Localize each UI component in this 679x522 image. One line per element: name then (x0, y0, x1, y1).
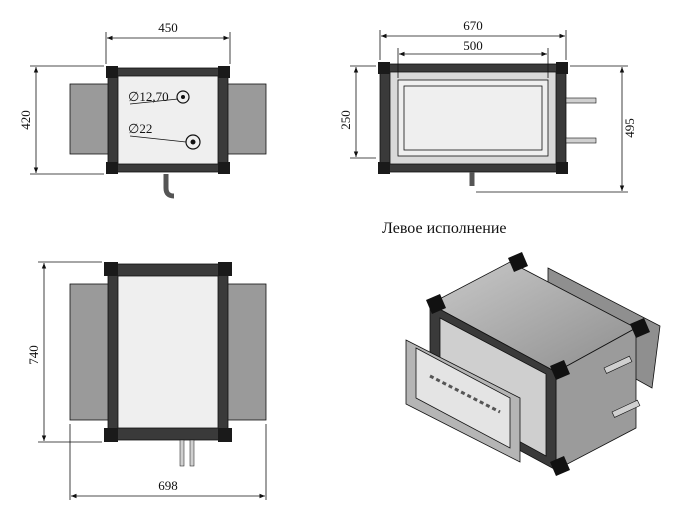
right-duct-flange (225, 83, 267, 155)
front-width-dimension: 450 (158, 20, 178, 35)
top-left-duct (69, 283, 111, 421)
front-panel (117, 75, 219, 165)
top-right-duct (225, 283, 267, 421)
top-length-dimension: 740 (26, 345, 41, 365)
pipe-stub-upper (565, 97, 597, 104)
pipe-connection-small-icon (176, 90, 190, 104)
top-panel (117, 275, 219, 429)
variant-caption: Левое исполнение (382, 220, 507, 237)
side-opening (397, 79, 549, 157)
pipe-diameter-label-1: ∅12,70 (128, 89, 169, 104)
front-view: ∅12,70 ∅22 450 420 (18, 20, 267, 199)
side-inner-height-dimension: 250 (338, 110, 353, 130)
side-outer-width-dimension: 670 (463, 18, 483, 33)
side-total-height-dimension: 495 (622, 118, 637, 138)
front-height-dimension: 420 (18, 110, 33, 130)
isometric-view (405, 252, 661, 476)
side-inner-width-dimension: 500 (463, 38, 483, 53)
top-view: 740 698 (26, 261, 267, 500)
pipe-diameter-label-2: ∅22 (128, 121, 152, 136)
top-width-dimension: 698 (158, 478, 178, 493)
side-view: 670 500 250 495 (338, 18, 637, 193)
left-duct-flange (69, 83, 111, 155)
pipe-stub-lower (565, 137, 597, 144)
drain-pipe-icon (163, 174, 175, 199)
